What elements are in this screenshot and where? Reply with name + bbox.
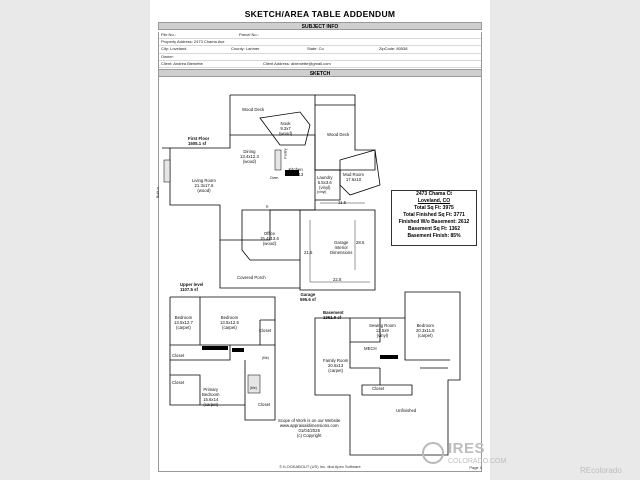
tile-1-label: (tile)	[262, 356, 269, 360]
subject-row: City: Loveland County: Larimer State: Co…	[159, 46, 481, 54]
garage-outline	[299, 209, 376, 291]
document-title: SKETCH/AREA TABLE ADDENDUM	[244, 9, 396, 19]
subject-row: Property Address: 2473 Chama Ave	[159, 39, 481, 47]
page-number: Page 1	[469, 465, 482, 470]
family-room-label: Family Room 20.6x13 (carpet)	[323, 358, 349, 373]
bath-r-label: R	[266, 205, 269, 209]
primary-bedroom-label: Primary Bedroom 15.6x14 (carpet)	[202, 387, 220, 407]
closet-1-label: Closet	[259, 328, 272, 333]
upper-interior	[170, 297, 275, 405]
floor-plan-drawing	[162, 94, 461, 456]
software-footer: © ILOOKABOUT (US) Inc. dba Apex Software	[279, 464, 361, 469]
summary-basement-finish: Basement Finish: 85%	[407, 233, 461, 239]
sketch-header: SKETCH	[158, 69, 482, 77]
recolorado-credit: REcolorado	[580, 466, 622, 475]
bath-tub	[247, 374, 261, 394]
summary-finished-wo-basement: Finished W/o Basement: 2612	[398, 219, 470, 225]
kitchen-island	[274, 149, 282, 171]
summary-address-1: 2473 Chama Ct	[416, 191, 452, 197]
client-address: Client Address: abieniette@gmail.com	[263, 60, 331, 66]
zip: ZipCode: 80538	[379, 46, 408, 52]
covered-porch-label: Covered Porch	[237, 275, 266, 280]
closet-3-label: Closet	[172, 380, 185, 385]
unfinished-label: Unfinished	[396, 408, 417, 413]
stair-first	[285, 170, 299, 176]
garage-label: Garage 595.6 sf	[300, 292, 316, 302]
ires-logo-icon	[422, 442, 444, 464]
bedroom-2-label: Bedroom 13.5x12.5 (carpet)	[220, 315, 239, 330]
sewing-room-label: Sewing Room 12.5x9 (vinyl)	[369, 323, 396, 338]
ires-wordmark: IRES	[448, 440, 486, 457]
subject-row: Client: Andrea Bieniette Client Address:…	[159, 61, 481, 68]
subject-row: File No.: Parcel No.:	[159, 32, 481, 40]
ires-subtext: COLORADO.COM	[448, 458, 507, 465]
property-address: Property Address: 2473 Chama Ave	[161, 39, 225, 45]
kitchen-label: Kitchen 13.5x13	[288, 167, 304, 177]
city: City: Loveland	[161, 46, 187, 52]
sketch-area	[158, 76, 482, 472]
summary-total-finished: Total Finished Sq Ft: 3771	[403, 212, 465, 218]
ires-watermark: IRES COLORADO.COM	[422, 440, 532, 472]
closet-2-label: Closet	[172, 353, 185, 358]
dim-28-5: 28.5	[356, 240, 365, 245]
scope-note: Scope of Work is on our Website www.appr…	[278, 418, 341, 438]
stair-upper-2	[232, 348, 244, 352]
office-outline	[241, 209, 301, 261]
stair-basement	[380, 355, 398, 359]
upper-level-outline	[169, 296, 276, 421]
nook-wall	[259, 111, 311, 146]
fireplace	[163, 159, 171, 183]
pantry-label: Pantry	[283, 148, 288, 159]
wood-deck-right	[315, 94, 356, 105]
garage-interior-label: Garage Interior Dimensions	[330, 240, 353, 255]
subject-row: Owner:	[159, 54, 481, 61]
covered-porch-outline	[219, 240, 300, 289]
upper-level-label: Upper level 1107.5 sf	[180, 282, 204, 292]
dining-label: Dining 13.4x12.3 (wood)	[240, 149, 259, 164]
laundry-label: Laundry 5.5x3.6 (vinyl)	[317, 175, 333, 190]
built-in-label: Built-in	[155, 187, 160, 198]
appraisal-sheet: SKETCH/AREA TABLE ADDENDUM SUBJECT INFO …	[150, 0, 490, 480]
basement-interior	[349, 318, 450, 396]
dim-22-8: 22.8	[333, 277, 342, 282]
parcel-no: Parcel No.:	[239, 32, 259, 37]
mech-label: MECH	[364, 346, 377, 351]
summary-basement-sqft: Basement Sq Ft: 1362	[408, 226, 460, 232]
basement-outline	[314, 291, 461, 456]
laundry-wall	[315, 169, 341, 201]
subject-info-header: SUBJECT INFO	[158, 22, 482, 30]
dim-11-5: 11.5	[338, 200, 347, 205]
county: County: Larimer	[231, 46, 260, 52]
state: State: Co	[307, 46, 324, 52]
summary-total-sqft: Total Sq Ft: 3975	[414, 205, 454, 211]
wood-deck-right-label: Wood Deck	[327, 132, 350, 137]
mud-room-label: Mud Room 17.6x10	[343, 172, 365, 182]
client: Client: Andrea Bieniette	[161, 60, 203, 66]
first-floor-label: First Floor 1505.1 sf	[188, 136, 210, 146]
summary-address-2: Loveland, CO	[417, 198, 451, 204]
stair-upper-1	[202, 346, 228, 350]
bedroom-1-label: Bedroom 13.5x12.7 (carpet)	[174, 315, 193, 330]
nook-label: Nook 9.3x7 (wood)	[279, 121, 293, 136]
area-summary-box: 2473 Chama Ct Loveland, CO Total Sq Ft: …	[391, 190, 477, 246]
living-room-wall	[162, 134, 316, 241]
wood-deck-top-label: Wood Deck	[242, 107, 265, 112]
vinyl-label: (vinyl)	[317, 190, 327, 194]
owner: Owner:	[161, 53, 174, 59]
bedroom-basement-label: Bedroom 20.3x11.5 (carpet)	[416, 323, 435, 338]
tile-2-label: (tile)	[250, 386, 257, 390]
closet-4-label: Closet	[258, 402, 271, 407]
file-no: File No.:	[161, 32, 176, 37]
dim-21-5: 21.5	[304, 250, 313, 255]
office-label: Office 15.4x13.6 (wood)	[260, 231, 279, 246]
basement-label: Basement 1361.9 sf	[323, 310, 344, 320]
oven-label: Oven	[270, 176, 279, 180]
closet-basement-label: Closet	[372, 386, 385, 391]
first-floor-outline	[230, 94, 376, 171]
living-room-label: Living Room 21.3x17.6 (wood)	[192, 178, 216, 193]
